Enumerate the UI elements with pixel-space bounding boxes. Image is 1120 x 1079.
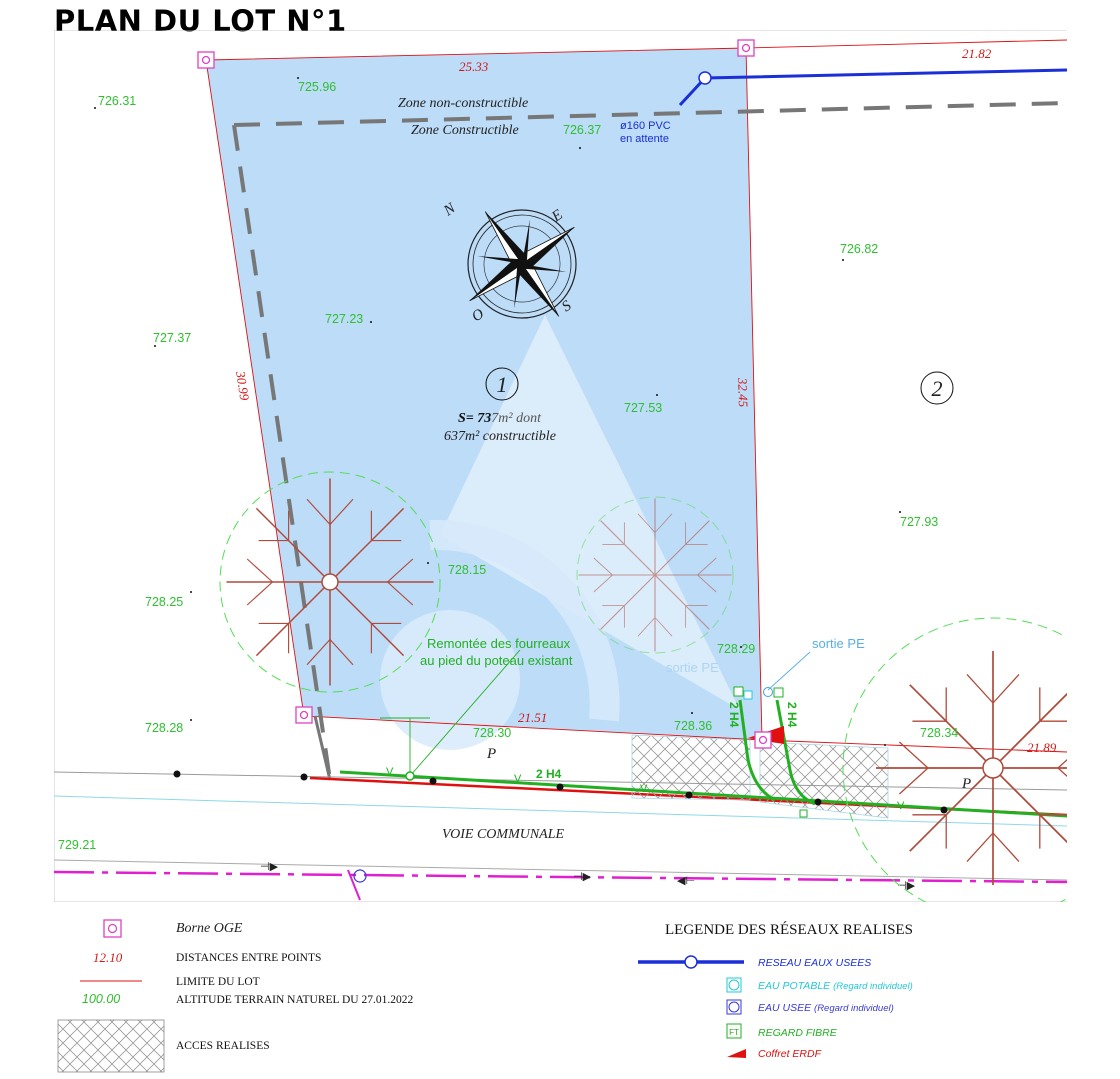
distance-top-right: 21.82 bbox=[962, 46, 992, 61]
legend-distance-sample: 12.10 bbox=[93, 950, 123, 965]
legend-ft-glyph: FT bbox=[729, 1028, 739, 1037]
distance-right: 32.45 bbox=[735, 377, 751, 408]
plan-title: PLAN DU LOT N°1 bbox=[54, 4, 347, 38]
view-cone bbox=[440, 315, 740, 710]
fourreaux-note-2: au pied du poteau existant bbox=[420, 653, 573, 668]
legend-usee: EAU USEE (Regard individuel) bbox=[758, 1002, 894, 1014]
constructible-boundary bbox=[232, 101, 1067, 781]
h4-horizontal: 2 H4 bbox=[536, 767, 562, 781]
fibre-branch-2 bbox=[775, 699, 816, 806]
svg-text:V: V bbox=[386, 766, 394, 778]
legend-left: Borne OGE 12.10 DISTANCES ENTRE POINTS L… bbox=[57, 919, 413, 1073]
lot-1-number: 1 bbox=[497, 372, 508, 397]
legend-access: ACCES REALISES bbox=[176, 1040, 270, 1052]
network-line bbox=[54, 870, 1067, 884]
pipe-note-2: en attente bbox=[620, 133, 669, 145]
legend-access-swatch bbox=[57, 1019, 165, 1073]
distance-bottom-right: 21.89 bbox=[1027, 740, 1057, 755]
fibre-branch-1 bbox=[738, 699, 776, 802]
svg-text:◀⊢: ◀⊢ bbox=[677, 875, 695, 887]
altitude-9: 728.25 bbox=[145, 595, 183, 609]
lot-2-top-limit bbox=[745, 39, 1067, 49]
parking-2: P bbox=[961, 776, 971, 792]
lot-2-bottom-limit bbox=[761, 739, 1067, 753]
altitude-7: 727.93 bbox=[900, 515, 938, 529]
legend-fibre: REGARD FIBRE bbox=[758, 1027, 838, 1039]
legend-limit: LIMITE DU LOT bbox=[176, 976, 260, 988]
h4-vertical-1: 2 H4 bbox=[727, 702, 741, 728]
svg-text:V: V bbox=[640, 783, 648, 795]
svg-text:V: V bbox=[897, 800, 905, 812]
svg-text:V: V bbox=[514, 773, 522, 785]
altitude-2: 726.37 bbox=[563, 123, 601, 137]
svg-text:⊣▶: ⊣▶ bbox=[573, 871, 592, 883]
tree-1 bbox=[219, 471, 441, 693]
lot-1-surface: S= 737m² dont bbox=[458, 411, 542, 426]
sortie-pe-left: sortie PE bbox=[666, 660, 719, 675]
distance-bottom: 21.51 bbox=[518, 710, 547, 725]
legend-altitude: ALTITUDE TERRAIN NATUREL DU 27.01.2022 bbox=[176, 994, 413, 1006]
access-hatch-2 bbox=[759, 741, 889, 819]
altitude-1: 725.96 bbox=[298, 80, 336, 94]
altitude-11: 728.28 bbox=[145, 721, 183, 735]
altitude-15: 729.21 bbox=[58, 838, 96, 852]
altitude-0: 726.31 bbox=[98, 94, 136, 108]
pipe-note-1: ø160 PVC bbox=[620, 120, 671, 132]
sortie-pe-right: sortie PE bbox=[812, 636, 865, 651]
altitude-3: 726.82 bbox=[840, 242, 878, 256]
altitude-6: 727.53 bbox=[624, 401, 662, 415]
legend-altitude-sample: 100.00 bbox=[82, 992, 120, 1006]
legend-networks-title: LEGENDE DES RÉSEAUX REALISES bbox=[665, 921, 913, 938]
altitude-4: 727.37 bbox=[153, 331, 191, 345]
legend-borne: Borne OGE bbox=[176, 921, 243, 936]
svg-text:⊣▶: ⊣▶ bbox=[897, 880, 916, 892]
zone-constructible: Zone Constructible bbox=[411, 123, 519, 138]
tree-3 bbox=[842, 617, 1067, 902]
borne-oge-markers bbox=[197, 39, 772, 749]
altitude-5: 727.23 bbox=[325, 312, 363, 326]
tree-2 bbox=[576, 496, 734, 654]
h4-vertical-2: 2 H4 bbox=[785, 702, 799, 728]
altitude-14: 728.34 bbox=[920, 726, 958, 740]
road-label: VOIE COMMUNALE bbox=[442, 827, 565, 842]
altitude-10: 728.29 bbox=[717, 642, 755, 656]
legend-networks: LEGENDE DES RÉSEAUX REALISES RESEAU EAUX… bbox=[638, 921, 913, 1060]
access-hatch-1 bbox=[631, 734, 751, 801]
lot-2-number: 2 bbox=[932, 376, 943, 401]
altitude-8: 728.15 bbox=[448, 563, 486, 577]
altitude-13: 728.36 bbox=[674, 719, 712, 733]
distance-left: 30.99 bbox=[233, 369, 253, 402]
fourreaux-note-1: Remontée des fourreaux bbox=[427, 636, 571, 651]
distance-top: 25.33 bbox=[459, 59, 489, 74]
parking-1: P bbox=[486, 746, 496, 762]
svg-text:⊣▶: ⊣▶ bbox=[260, 861, 279, 873]
legend-potable: EAU POTABLE (Regard individuel) bbox=[758, 980, 913, 992]
zone-non-constructible: Zone non-constructible bbox=[398, 96, 528, 111]
altitude-12: 728.30 bbox=[473, 726, 511, 740]
legend-erdf: Coffret ERDF bbox=[758, 1048, 822, 1060]
legend-sewer: RESEAU EAUX USEES bbox=[758, 957, 871, 969]
legend-distance: DISTANCES ENTRE POINTS bbox=[176, 952, 321, 964]
lot-1-constructible: 637m² constructible bbox=[444, 429, 556, 444]
